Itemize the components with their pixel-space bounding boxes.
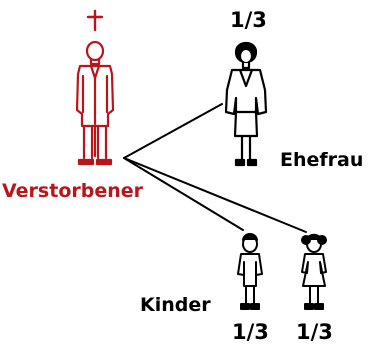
- deceased-figure-icon: [75, 40, 115, 166]
- cross-icon: [86, 9, 104, 32]
- connector-lines: [123, 103, 307, 233]
- wife-label: Ehefrau: [280, 149, 364, 171]
- children-label: Kinder: [140, 294, 211, 316]
- wife-figure-icon: [224, 41, 268, 167]
- child-1-share-label: 1/3: [232, 320, 269, 344]
- boy-figure-icon: [237, 233, 263, 310]
- deceased-label: Verstorbener: [2, 180, 144, 202]
- child-2-share-label: 1/3: [296, 320, 333, 344]
- line-to-child-1: [123, 157, 244, 231]
- wife-share-label: 1/3: [230, 8, 267, 32]
- girl-figure-icon: [301, 233, 327, 310]
- line-to-wife: [123, 103, 223, 159]
- line-to-child-2: [123, 157, 307, 233]
